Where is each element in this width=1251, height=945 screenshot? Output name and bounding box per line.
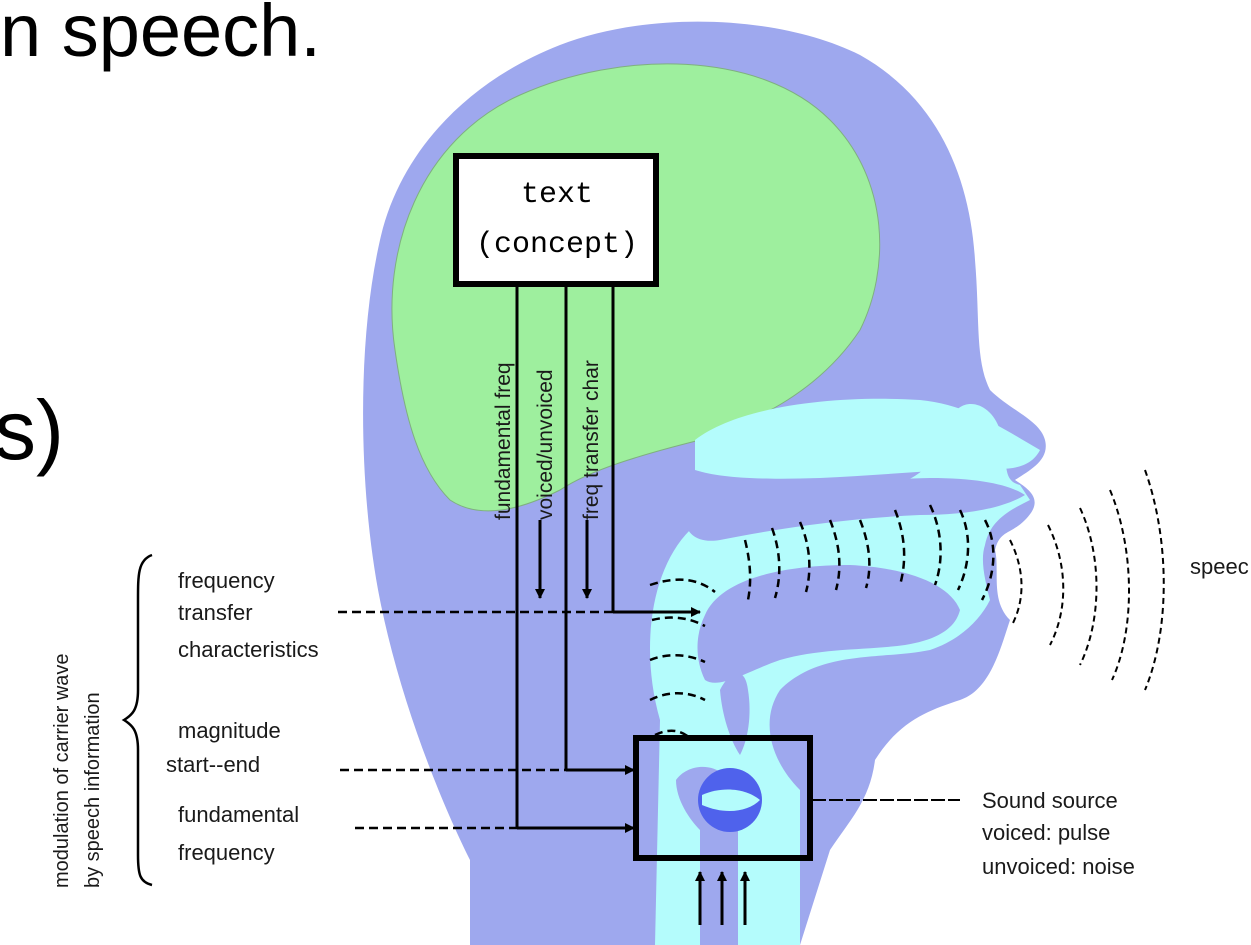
label-voiced-pulse: voiced: pulse	[982, 820, 1110, 845]
label-fundamental: fundamental	[178, 802, 299, 827]
label-characteristics: characteristics	[178, 637, 319, 662]
label-transfer: transfer	[178, 600, 253, 625]
side-label-line1: modulation of carrier wave	[51, 653, 73, 888]
concept-box-line1: text	[521, 178, 593, 212]
label-unvoiced-noise: unvoiced: noise	[982, 854, 1135, 879]
label-freq-transfer-char: freq transfer char	[580, 360, 603, 520]
label-magnitude: magnitude	[178, 718, 281, 743]
side-label-line2: by speech information	[82, 692, 104, 888]
label-frequency-2: frequency	[178, 840, 275, 865]
concept-box-line2: (concept)	[476, 228, 638, 262]
label-sound-source: Sound source	[982, 788, 1118, 813]
concept-box	[456, 156, 656, 284]
label-frequency: frequency	[178, 568, 275, 593]
label-speech-output: speec	[1190, 554, 1249, 579]
modulation-brace	[124, 555, 152, 885]
label-voiced-unvoiced: voiced/unvoiced	[534, 369, 557, 520]
label-start-end: start--end	[166, 752, 260, 777]
label-fundamental-freq: fundamental freq	[492, 362, 515, 520]
